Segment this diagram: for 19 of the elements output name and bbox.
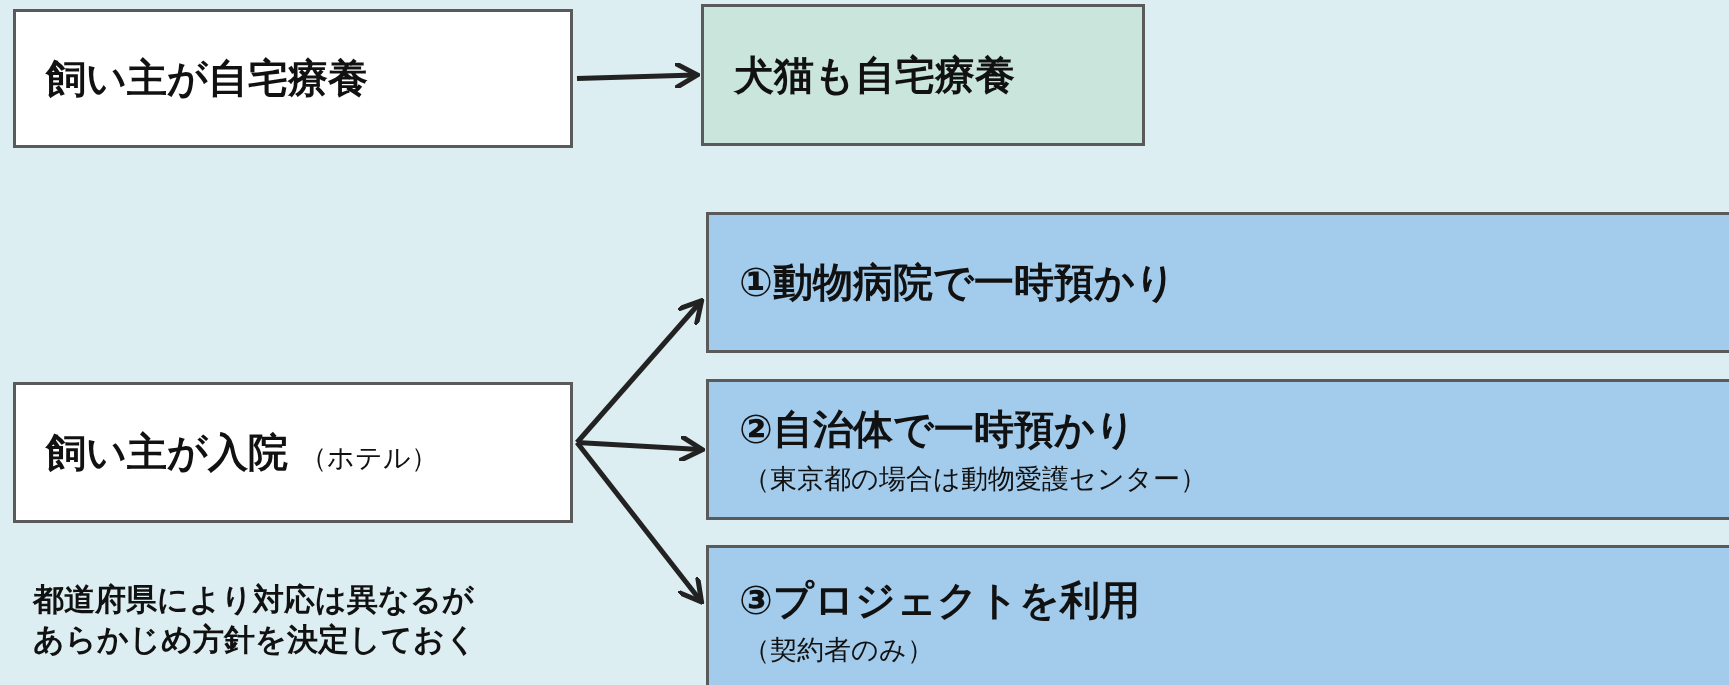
box-label: ①動物病院で一時預かり bbox=[739, 258, 1177, 307]
process-box bbox=[13, 382, 573, 523]
arrow bbox=[575, 440, 705, 605]
arrow bbox=[576, 60, 700, 91]
box-label: 飼い主が入院 bbox=[46, 428, 288, 477]
process-box bbox=[706, 545, 1729, 685]
note-text: （契約者のみ） bbox=[742, 632, 935, 667]
note-text: （東京都の場合は動物愛護センター） bbox=[742, 462, 1208, 496]
note-text: 都道府県により対応は異なるがあらかじめ方針を決定しておく bbox=[33, 580, 478, 660]
note-text: （ホテル） bbox=[300, 441, 438, 475]
process-box bbox=[706, 212, 1729, 353]
box-label: ③プロジェクトを利用 bbox=[739, 575, 1141, 625]
arrow bbox=[575, 298, 705, 445]
box-label: 犬猫も自宅療養 bbox=[734, 50, 1015, 100]
box-label: ②自治体で一時預かり bbox=[739, 405, 1137, 454]
process-box bbox=[701, 4, 1145, 146]
process-box bbox=[706, 379, 1729, 520]
process-box bbox=[13, 9, 573, 148]
box-label: 飼い主が自宅療養 bbox=[46, 54, 368, 103]
